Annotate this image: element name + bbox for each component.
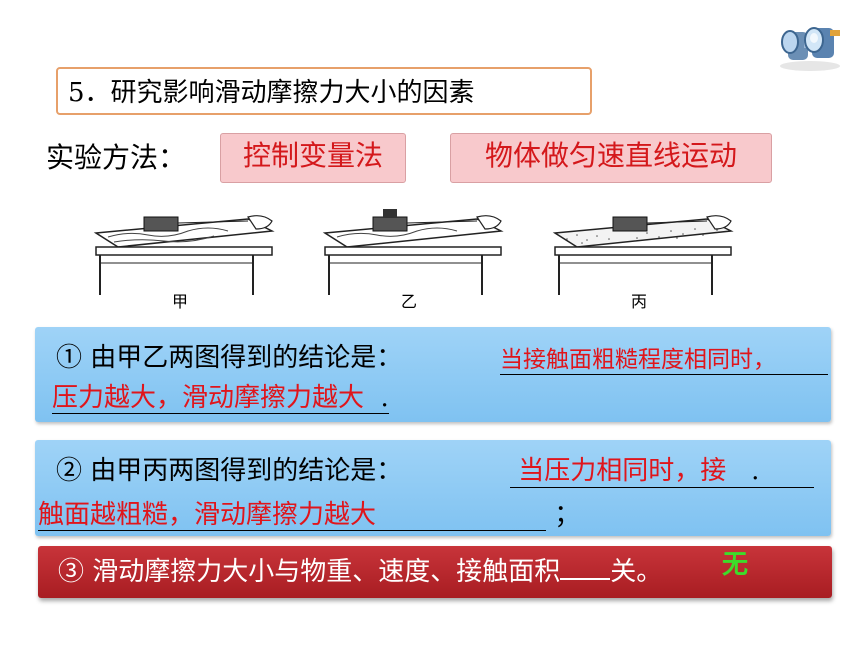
binoculars-icon bbox=[780, 27, 840, 71]
experiment-figure-yi: 乙 bbox=[317, 205, 507, 325]
figure-label-jia: 甲 bbox=[172, 292, 188, 311]
method-label: 实验方法： bbox=[46, 141, 187, 174]
conclusion-3-text: ③ 滑动摩擦力大小与物重、速度、接触面积关。 bbox=[58, 549, 662, 595]
figure-label-bing: 丙 bbox=[631, 292, 647, 311]
method-control-variable-box: 控制变量法 bbox=[220, 133, 406, 183]
page-title: 5．研究影响滑动摩擦力大小的因素 bbox=[56, 67, 592, 115]
conclusion-2-line2: 触面越粗糙，滑动摩擦力越大 ； bbox=[38, 500, 581, 531]
conclusion-2-box bbox=[35, 440, 831, 536]
experiment-figure-bing: 丙 bbox=[547, 205, 737, 325]
conclusion-3-box bbox=[38, 546, 832, 598]
conclusion-1-prompt: ① 由甲乙两图得到的结论是： bbox=[56, 343, 403, 373]
figure-label-yi: 乙 bbox=[401, 292, 417, 311]
experiment-figure-jia: 甲 bbox=[88, 205, 278, 325]
conclusion-1-line2: 压力越大，滑动摩擦力越大 . bbox=[52, 377, 389, 414]
conclusion-1-answer-line1: 当接触面粗糙程度相同时， bbox=[500, 340, 828, 375]
conclusion-1-end: . bbox=[364, 383, 389, 414]
conclusion-3-answer: 无 bbox=[722, 550, 749, 580]
conclusion-2-answer-line2-wrap: 触面越粗糙，滑动摩擦力越大 bbox=[38, 500, 547, 531]
conclusion-2-prompt: ② 由甲丙两图得到的结论是： bbox=[56, 456, 403, 486]
conclusion-2-answer-line1: 当压力相同时，接 . bbox=[510, 450, 814, 488]
method-uniform-motion-box: 物体做匀速直线运动 bbox=[450, 133, 772, 183]
conclusion-1-answer-line2: 压力越大，滑动摩擦力越大 bbox=[52, 383, 365, 414]
conclusion-3-blank bbox=[560, 552, 611, 580]
